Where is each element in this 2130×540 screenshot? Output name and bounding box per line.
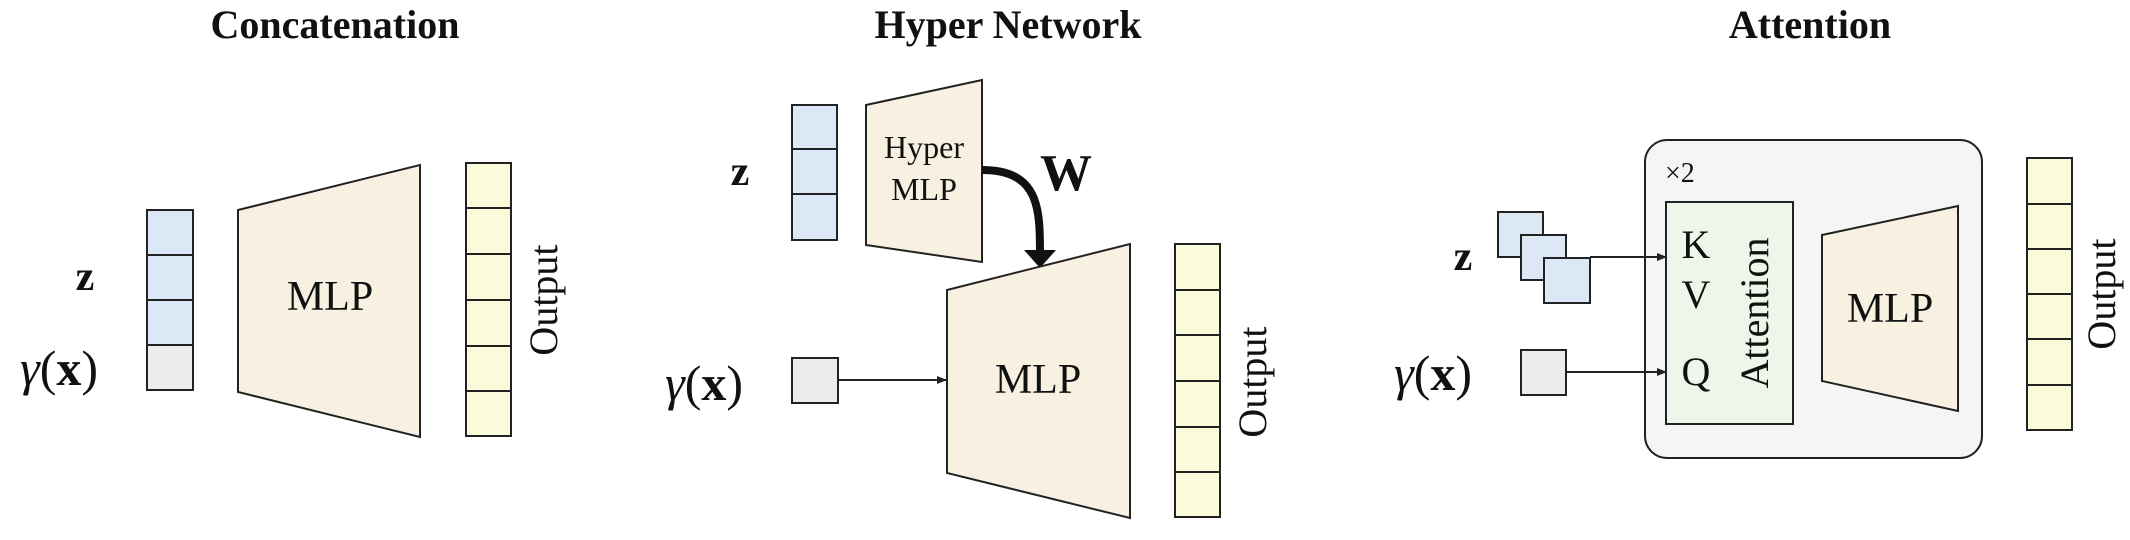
hyper-mlp-line2: MLP <box>891 171 957 207</box>
concat-output-cell <box>465 299 512 347</box>
concat-output-cell <box>465 253 512 301</box>
attention-mlp-label: MLP <box>1847 286 1933 332</box>
attention-k-label: K <box>1682 222 1711 267</box>
hyper-network-panel: Hyper Network z Hyper MLP W γ(x) MLP <box>665 2 1275 520</box>
hyper-output-vector <box>1174 243 1221 518</box>
concat-z-cell <box>146 299 194 346</box>
hyper-output-cell <box>1174 471 1221 518</box>
weights-w-label: W <box>1040 145 1092 202</box>
concat-mlp-label: MLP <box>287 274 373 320</box>
attention-output-cell <box>2026 248 2073 295</box>
attention-output-label: Output <box>2079 238 2124 349</box>
hyper-z-cell <box>791 148 838 195</box>
weights-arrow <box>981 166 1044 256</box>
attention-output-cell <box>2026 384 2073 431</box>
hyper-output-cell <box>1174 426 1221 473</box>
attention-x-cell <box>1520 349 1567 396</box>
attention-gamma-x-label: γ(x) <box>1394 345 1472 401</box>
attention-q-label: Q <box>1682 349 1711 394</box>
hyper-main-mlp-label: MLP <box>995 357 1081 403</box>
concatenation-title: Concatenation <box>211 2 460 47</box>
hyper-output-cell <box>1174 243 1221 291</box>
weights-arrowhead <box>1024 250 1056 268</box>
concat-gamma-x-label: γ(x) <box>20 340 98 396</box>
hyper-z-cell <box>791 104 838 150</box>
concat-x-cell <box>146 344 194 391</box>
attention-output-cell <box>2026 157 2073 205</box>
concat-output-cell <box>465 345 512 392</box>
hyper-z-cell <box>791 193 838 241</box>
attention-mlp-block <box>1821 204 1959 413</box>
attention-module <box>1665 201 1794 425</box>
attention-output-cell <box>2026 293 2073 340</box>
attention-output-vector <box>2026 157 2073 431</box>
attention-module-label: Attention <box>1732 237 1777 388</box>
attention-v-label: V <box>1682 272 1711 317</box>
hyper-output-cell <box>1174 289 1221 336</box>
hyper-z-vector <box>791 104 838 241</box>
repeat-count-label: ×2 <box>1665 158 1695 189</box>
hyper-output-label: Output <box>1230 326 1275 437</box>
concat-output-cell <box>465 162 512 209</box>
hyper-gamma-x-label: γ(x) <box>665 355 743 411</box>
concat-output-cell <box>465 390 512 437</box>
concatenation-panel: Concatenation z γ(x) MLP Output <box>20 2 566 439</box>
hyper-mlp-line1: Hyper <box>884 129 964 165</box>
attention-z-label: z <box>1454 234 1473 280</box>
concat-output-cell <box>465 207 512 255</box>
attention-z-tokens <box>1497 211 1591 304</box>
hyper-main-mlp-block <box>946 242 1131 520</box>
concat-input-vector <box>146 209 194 391</box>
concat-output-vector <box>465 162 512 437</box>
hyper-output-cell <box>1174 380 1221 428</box>
attention-z-token <box>1543 257 1591 304</box>
concat-z-cell <box>146 254 194 301</box>
concat-output-label: Output <box>521 244 566 355</box>
attention-title: Attention <box>1729 2 1891 47</box>
attention-output-cell <box>2026 338 2073 386</box>
concat-mlp-block <box>237 163 421 439</box>
hyper-mlp-block <box>865 78 983 264</box>
attention-panel: Attention ×2 z γ(x) K V Q Attention MLP <box>1394 2 2124 459</box>
hyper-z-label: z <box>731 149 750 195</box>
hyper-output-cell <box>1174 334 1221 382</box>
concat-z-cell <box>146 209 194 256</box>
attention-output-cell <box>2026 203 2073 250</box>
hyper-x-cell <box>791 357 839 404</box>
concat-z-label: z <box>76 254 95 300</box>
hyper-network-title: Hyper Network <box>875 2 1143 47</box>
